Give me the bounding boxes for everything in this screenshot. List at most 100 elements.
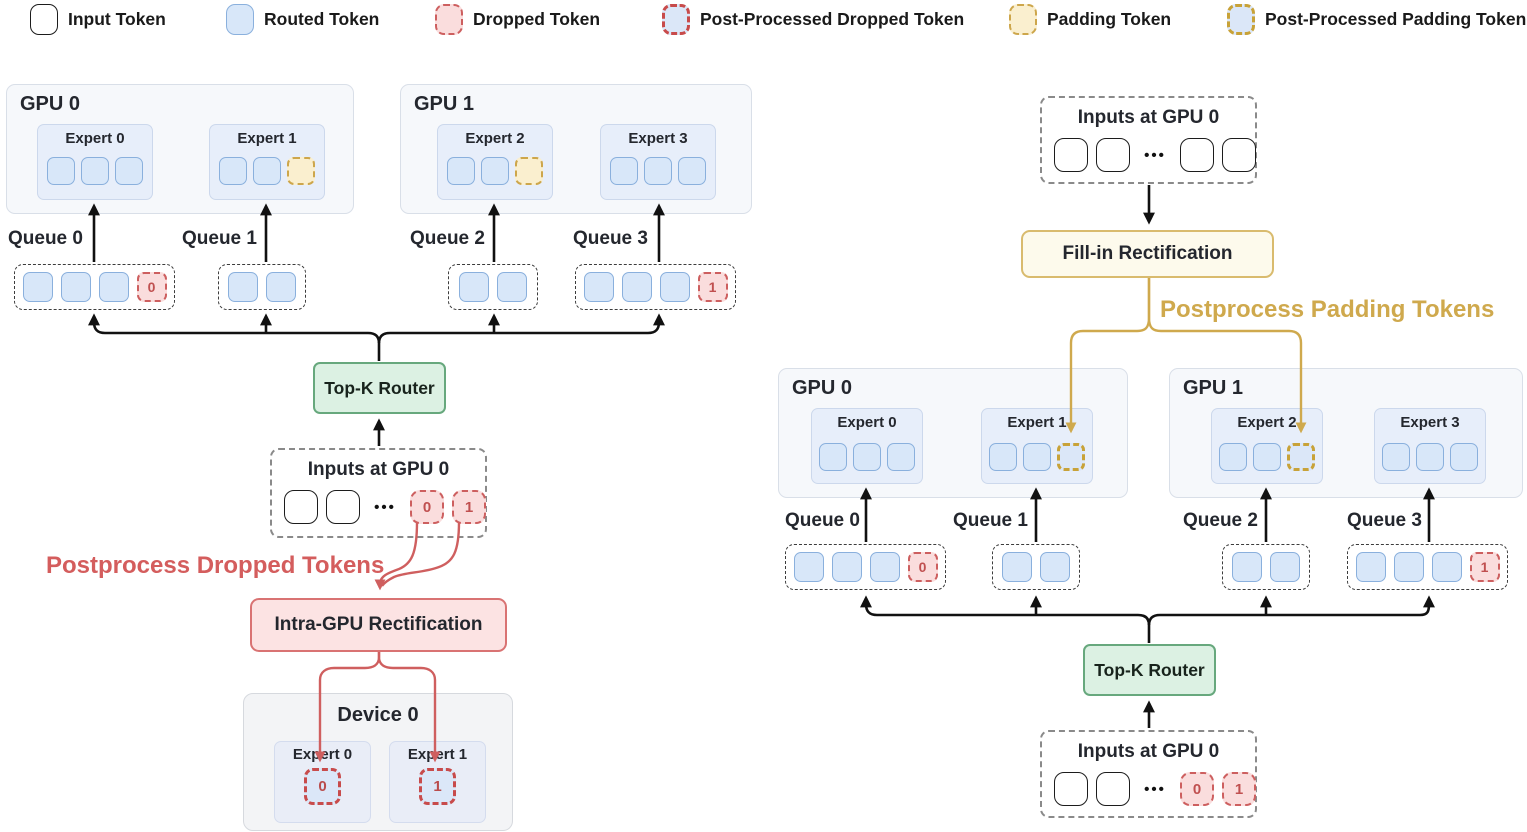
dropped-token: 1: [1222, 772, 1256, 806]
routed-token: [1393, 552, 1424, 582]
routed-token: [887, 443, 915, 471]
routed-token: [115, 157, 143, 185]
routed-token: [98, 272, 129, 302]
routed-token: [659, 272, 690, 302]
routed-token: [253, 157, 281, 185]
token-row: [210, 157, 324, 185]
routed-token: [22, 272, 53, 302]
device-label: Device 0: [337, 704, 419, 726]
dropped-token: 0: [907, 552, 938, 582]
expert-box: Expert 3: [600, 124, 716, 200]
queue-box: [992, 544, 1080, 590]
legend-label: Post-Processed Padding Token: [1265, 9, 1527, 29]
routed-token: [819, 443, 847, 471]
dropped-token: 0: [136, 272, 167, 302]
expert-label: Expert 1: [237, 130, 297, 147]
expert-label: Expert 0: [65, 130, 125, 147]
routed-token: [621, 272, 652, 302]
queue-box: 1: [1347, 544, 1508, 590]
expert-label: Expert 3: [628, 130, 688, 147]
postprocess-dropped-annotation: Postprocess Dropped Tokens: [46, 552, 385, 579]
pp-padding-token: [1057, 443, 1085, 471]
legend-label: Dropped Token: [473, 9, 601, 29]
routed-token: [793, 552, 824, 582]
input-token: [1054, 772, 1088, 806]
routed-token: [1450, 443, 1478, 471]
queue-box: 0: [14, 264, 175, 310]
pp-dropped-token: 1: [419, 768, 456, 805]
queue-box: [218, 264, 306, 310]
gpu-box: GPU 1 Expert 2 Expert 3: [1169, 368, 1523, 498]
inputs-label: Inputs at GPU 0: [1077, 107, 1220, 128]
legend-label: Routed Token: [264, 9, 380, 29]
routed-token: [81, 157, 109, 185]
gpu-box: GPU 1 Expert 2 Expert 3: [400, 84, 752, 214]
routed-token: [1382, 443, 1410, 471]
input-token-swatch: [30, 4, 58, 35]
legend-item: Post-Processed Padding Token: [1227, 4, 1526, 35]
gpu-label: GPU 0: [20, 93, 81, 115]
legend-item: Padding Token: [1009, 4, 1171, 35]
routed-token: [831, 552, 862, 582]
top-k-router-box: Top-K Router: [313, 362, 446, 414]
ellipsis-token: •••: [1144, 146, 1166, 164]
queue-label: Queue 0: [8, 228, 83, 249]
gpu-box: GPU 0 Expert 0 Expert 1: [778, 368, 1128, 498]
legend-item: Routed Token: [226, 4, 379, 35]
input-token: [30, 4, 58, 35]
gpu-box: GPU 0 Expert 0 Expert 1: [6, 84, 354, 214]
expert-label: Expert 1: [407, 746, 468, 763]
dropped-token: 0: [410, 490, 444, 524]
queue-box: [1222, 544, 1310, 590]
input-token: [1180, 138, 1214, 172]
expert-label: Expert 0: [292, 746, 353, 763]
queue-box: [448, 264, 538, 310]
routed-token: [869, 552, 900, 582]
inputs-label: Inputs at GPU 0: [307, 459, 450, 480]
dropped-token: 1: [452, 490, 486, 524]
input-token: [1054, 138, 1088, 172]
routed-token: [219, 157, 247, 185]
queue-label: Queue 1: [953, 510, 1028, 531]
expert-label: Expert 2: [465, 130, 525, 147]
routed-token: [459, 272, 489, 302]
input-token: [326, 490, 360, 524]
queue-box: 0: [785, 544, 946, 590]
expert-box: Expert 1 1: [389, 741, 486, 823]
routed-token: [1253, 443, 1281, 471]
routed-token: [1431, 552, 1462, 582]
routed-token: [481, 157, 509, 185]
routed-token: [266, 272, 296, 302]
fill-in-rectification-box: Fill-in Rectification: [1021, 230, 1274, 278]
gpu-label: GPU 1: [1183, 377, 1244, 399]
legend-label: Padding Token: [1047, 9, 1172, 29]
queue-label: Queue 2: [1183, 510, 1258, 531]
legend-item: Input Token: [30, 4, 166, 35]
token-row: •••: [1054, 138, 1256, 172]
pp-dropped-token-swatch: [662, 4, 690, 35]
padding-token-swatch: [1009, 4, 1037, 35]
token-row: [1212, 443, 1322, 471]
expert-box: Expert 2: [437, 124, 553, 200]
routed-token: [1355, 552, 1386, 582]
token-row: 1: [390, 768, 485, 805]
routed-token: [1002, 552, 1032, 582]
token-row: [1375, 443, 1485, 471]
routed-token: [853, 443, 881, 471]
expert-box: Expert 2: [1211, 408, 1323, 484]
token-row: 0: [275, 768, 370, 805]
input-token: [284, 490, 318, 524]
expert-label: Expert 2: [1237, 414, 1297, 431]
routed-token: [610, 157, 638, 185]
queue-box: 1: [575, 264, 736, 310]
expert-box: Expert 3: [1374, 408, 1486, 484]
routed-token: [644, 157, 672, 185]
legend-label: Input Token: [68, 9, 166, 29]
legend-item: Dropped Token: [435, 4, 600, 35]
gpu-label: GPU 1: [414, 93, 475, 115]
dropped-token: 0: [1180, 772, 1214, 806]
